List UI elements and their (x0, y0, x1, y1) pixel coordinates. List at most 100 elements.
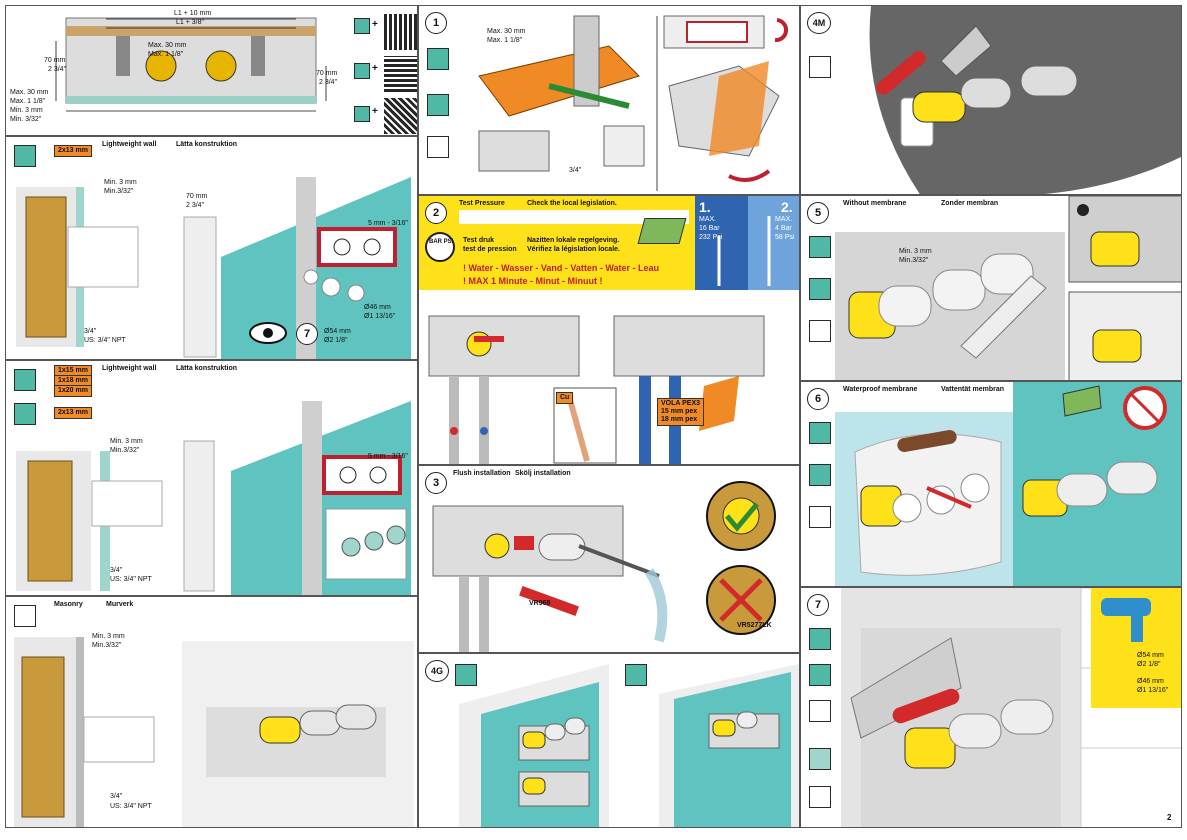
box2-psi: 58 Psi (775, 234, 795, 241)
panel-step-1: 1 Max. 30 mm Max. 1 1/8" 3/4" (418, 5, 800, 195)
box2-bar: 4 Bar (775, 225, 792, 232)
masonry-tile-icon (14, 605, 36, 627)
grid-tile-icon (809, 786, 831, 808)
check-fr-label: Vérifiez la législation locale. (527, 246, 620, 253)
qr-code-icon (384, 98, 417, 134)
qr-code-icon (384, 14, 417, 50)
box1-num: 1. (699, 199, 711, 215)
title-sv: Skölj installation (515, 470, 571, 477)
dim-l1-in: L1 + 3/8" (176, 19, 204, 26)
tile-icon (625, 664, 647, 686)
tile-icon (455, 664, 477, 686)
masonry-tile-icon (809, 320, 831, 342)
flush-diagram (432, 481, 776, 652)
check-nl-label: Nazitten lokale regelgeving. (527, 237, 620, 244)
panel-step-6: 6 Waterproof membrane Vattentät membran (800, 381, 1182, 587)
check-legislation-label: Check the local legislation. (527, 200, 617, 207)
thread-label: 3/4" (110, 567, 123, 574)
title-sv: Vattentät membran (941, 386, 1005, 393)
step-badge: 6 (807, 388, 829, 410)
tile-icon (427, 94, 449, 116)
step-badge: 7 (807, 594, 829, 616)
tile-icon (354, 18, 370, 34)
pex-title: VOLA PEX3 (661, 400, 701, 407)
max-in: Max. 1 1/8" (487, 37, 523, 44)
max-box-1 (695, 196, 748, 290)
box1-bar: 16 Bar (699, 225, 720, 232)
thread-label: 3/4" (84, 328, 97, 335)
pressure-gauge-icon (425, 232, 455, 262)
title-en: Lightweight wall (102, 141, 157, 148)
title-sv: Lätta konstruktion (176, 365, 238, 372)
min-mm: Min. 3 mm (104, 179, 137, 186)
panel-step-3: 3 Flush installation Skölj installation … (418, 465, 800, 653)
min-in: Min.3/32" (110, 447, 140, 454)
min-mm: Min. 3 mm (92, 633, 125, 640)
lightweight-wall-diagram (16, 177, 411, 359)
board-tag: 2x13 mm (54, 407, 92, 419)
step-badge: 4G (425, 660, 449, 682)
gap-label: 5 mm - 3/16" (368, 220, 408, 227)
tile-icon (809, 464, 831, 486)
pex-15: 15 mm pex (661, 408, 698, 415)
tile-icon (427, 48, 449, 70)
tiling-diagram (841, 588, 1181, 827)
min-mm: Min. 3 mm (899, 248, 932, 255)
dim-max-in: Max. 1 1/8" (148, 51, 184, 58)
tile-icon (809, 628, 831, 650)
min-mm: Min. 3 mm (110, 438, 143, 445)
dim-max-mm: Max. 30 mm (148, 42, 187, 49)
hole-a-in: Ø2 1/8" (1137, 661, 1161, 668)
part-a: VR969 (529, 600, 551, 607)
title-en: Lightweight wall (102, 365, 157, 372)
masonry-tile-icon (427, 136, 449, 158)
masonry-tile-icon (809, 700, 831, 722)
pex-18: 18 mm pex (661, 416, 698, 423)
panel-masonry: Masonry Murverk Min. 3 mm Min.3/32" 3/4"… (5, 596, 418, 828)
panel-step-5: 5 Without membrane Zonder membran Min. 3… (800, 195, 1182, 381)
panel-step-4m: 4M (800, 5, 1182, 195)
membrane-diagram (835, 382, 1181, 586)
dimension-diagram (55, 17, 327, 112)
hole-b-mm: Ø46 mm (1137, 678, 1164, 685)
test-pression-label: test de pression (463, 246, 517, 253)
step-badge: 1 (425, 12, 447, 34)
board-tag: 1x20 mm (54, 385, 92, 397)
tile-icon (14, 403, 36, 425)
dim-max2-in: Max. 1 1/8" (10, 98, 46, 105)
title-sv: Murverk (106, 601, 134, 608)
title-nl: Zonder membran (941, 200, 999, 207)
panel-step-2: 2 Test Pressure Check the local legislat… (418, 195, 800, 465)
without-membrane-diagram (835, 196, 1181, 380)
panel-step-4g: 4G (418, 653, 800, 828)
thread-us-label: US: 3/4" NPT (110, 803, 152, 810)
hole-b-in: Ø1 13/16" (1137, 687, 1169, 694)
title-sv: Lätta konstruktion (176, 141, 238, 148)
dim-max2-mm: Max. 30 mm (10, 89, 49, 96)
hole-b-in: Ø2 1/8" (324, 337, 348, 344)
title-en: Flush installation (453, 470, 511, 477)
board-tag: 2x13 mm (54, 145, 92, 157)
depth-mm: 70 mm (186, 193, 208, 200)
max-minute-warning: ! MAX 1 Minute - Minut - Minuut ! (463, 276, 603, 286)
masonry-plaster-diagram (841, 6, 1181, 194)
eye-icon (246, 321, 247, 322)
step-badge: 2 (425, 202, 447, 224)
thread-label: 3/4" (110, 793, 123, 800)
box1-max: MAX. (699, 216, 717, 223)
thread-us-label: US: 3/4" NPT (84, 337, 126, 344)
hole-a-in: Ø1 13/16" (364, 313, 396, 320)
step-badge: 3 (425, 472, 447, 494)
panel-step-7: 7 Ø54 mm Ø2 1/8" Ø46 mm Ø1 13/16" 2 (800, 587, 1182, 828)
tile-icon (809, 236, 831, 258)
step-badge: 4M (807, 12, 831, 34)
hole-a-mm: Ø54 mm (1137, 652, 1164, 659)
box2-num: 2. (781, 199, 793, 215)
qr-code-icon (384, 56, 417, 92)
hole-b-mm: Ø54 mm (324, 328, 351, 335)
box2-max: MAX. (775, 216, 793, 223)
dim-depth-left-mm: 70 mm (44, 57, 66, 64)
tile-icon (354, 106, 370, 122)
tile-install-diagram (459, 664, 799, 827)
dim-l1-mm: L1 + 10 mm (174, 10, 212, 17)
